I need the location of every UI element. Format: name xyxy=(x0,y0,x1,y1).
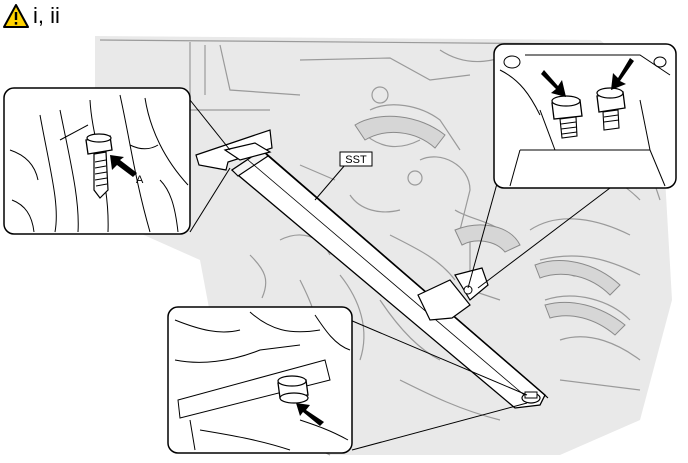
detail-callout-bottom xyxy=(167,306,353,454)
sst-label: SST xyxy=(345,154,367,166)
bolt-right-detail-2 xyxy=(596,87,626,131)
bolt-bottom-detail xyxy=(277,375,309,404)
caution-header: i, ii xyxy=(3,2,60,30)
arrow-right-detail-1 xyxy=(541,70,566,97)
sst-label-group: SST xyxy=(339,151,373,167)
callout-a-label: A xyxy=(136,174,144,186)
sst-tool-beam xyxy=(195,129,549,409)
detail-callout-left: A xyxy=(3,87,191,235)
arrow-left-detail xyxy=(110,155,137,177)
bolt-left-detail xyxy=(85,133,113,199)
arrow-bottom-detail xyxy=(296,403,324,426)
arrow-right-detail-2 xyxy=(611,58,634,90)
detail-callout-right xyxy=(493,43,677,189)
callout-leader-lines xyxy=(189,99,611,451)
warning-triangle-icon xyxy=(3,4,29,28)
bolt-right-detail-1 xyxy=(551,95,583,139)
caution-reference-text: i, ii xyxy=(33,3,60,28)
